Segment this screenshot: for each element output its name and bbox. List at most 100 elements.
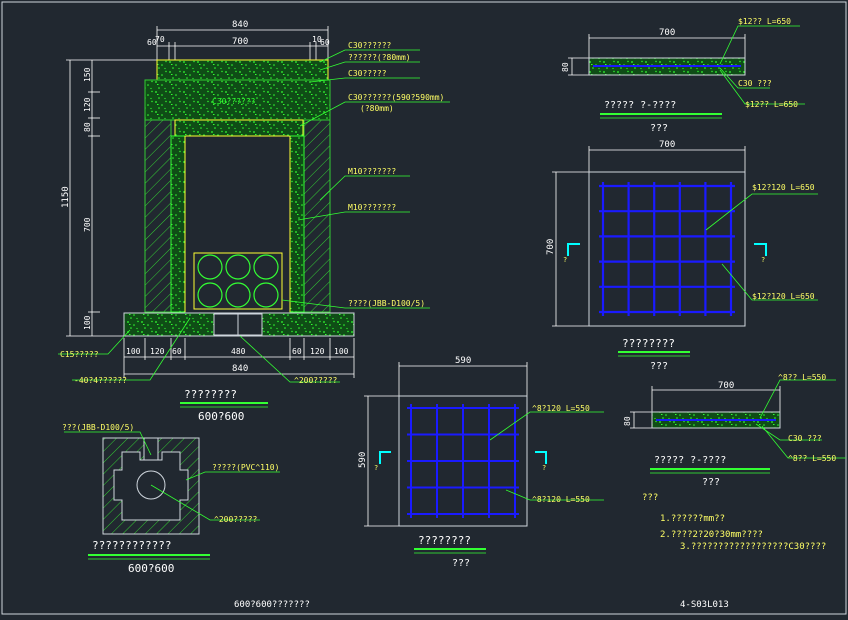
inner-grid-mark-right: ? [542, 464, 546, 472]
section-bottom-dimensions [123, 338, 355, 378]
section-label-ground-bar: -40?4?????? [74, 376, 127, 385]
inner-section-thickness: 80 [623, 416, 632, 426]
section-top-dimensions [156, 26, 329, 60]
inner-section-leaders [755, 379, 846, 459]
section-label-c30-beam: C30????? [348, 69, 387, 78]
section-conduits [197, 254, 279, 308]
inner-grid-subtitle: ??? [452, 558, 470, 569]
inner-grid-rebars [407, 404, 519, 518]
inner-grid-corner-marks [379, 451, 547, 464]
inner-section-title: ????? ?-???? [654, 455, 726, 466]
conduit [253, 282, 279, 308]
cover-section-thickness: 80 [561, 62, 570, 72]
inner-section-label-bottom: ^8?? L=550 [788, 454, 836, 463]
dim-top-left: 60 [147, 38, 157, 47]
inner-plate-grid: 590 590 ? ? ^8?120 L=550 ^8?120 L=550 ??… [358, 356, 604, 569]
drawing-title: 600?600??????? [234, 600, 310, 610]
inner-section-subtitle: ??? [702, 477, 720, 488]
cover-section-label-mid: C30 ??? [738, 79, 772, 88]
section-title: ???????? [184, 388, 237, 401]
cover-grid-plate [588, 171, 746, 327]
dim-left-80: 80 [83, 122, 92, 132]
cover-grid-label-1: $12?120 L=650 [752, 183, 815, 192]
conduit [197, 254, 223, 280]
cover-section-dim: 700 [659, 28, 675, 38]
dim-bottom-total: 840 [232, 364, 248, 374]
section-left-dimensions [66, 59, 160, 337]
section-leaders [58, 49, 450, 383]
cover-section-label-bottom: $12?? L=650 [745, 100, 798, 109]
inner-section-dim: 700 [718, 381, 734, 391]
conduit [197, 282, 223, 308]
conduit [225, 254, 251, 280]
dim-left-150: 150 [83, 67, 92, 82]
cover-grid-dim-left: 700 [546, 239, 556, 255]
cover-grid-mark-left: ? [563, 256, 567, 264]
cover-section-leaders [719, 25, 805, 105]
note-2: 2.????2?20?30mm???? [660, 530, 763, 540]
dim-left-120: 120 [83, 97, 92, 112]
section-right-wall [303, 91, 331, 313]
cover-grid-rebars [599, 182, 735, 316]
dim-bottom-480: 480 [231, 347, 246, 356]
inner-plate-section: 700 80 ^8?? L=550 C30 ??? ^8?? L=550 ???… [623, 373, 846, 488]
notes-heading: ??? [642, 493, 658, 503]
dim-top-mid: 700 [232, 37, 248, 47]
dim-top-right: 10 [312, 35, 322, 44]
inner-grid-leaders [489, 411, 604, 501]
section-label-c15: C15????? [60, 350, 99, 359]
inner-section-label-top: ^8?? L=550 [778, 373, 826, 382]
dim-left-700: 700 [83, 217, 92, 232]
section-label-drain: ^200????? [294, 376, 338, 385]
inner-grid-label-2: ^8?120 L=550 [532, 495, 590, 504]
plan-leaders [64, 431, 280, 521]
dim-top-right2: 60 [320, 38, 330, 47]
section-center-label: C30?????? [212, 97, 256, 106]
section-conduit-box [193, 252, 283, 310]
manhole-section-view: 840 60 70 700 10 60 150 120 80 1150 700 … [58, 20, 450, 423]
inner-grid-mark-left: ? [374, 464, 378, 472]
inner-grid-plate [398, 395, 528, 527]
section-subtitle: 600?600 [198, 410, 244, 423]
section-label-inner-thickness: (?80mm) [360, 104, 394, 113]
plan-top-pipe [143, 437, 159, 461]
cover-grid-title: ???????? [622, 337, 675, 350]
section-label-c30-cover: C30?????? [348, 41, 392, 50]
cover-grid-label-2: $12?120 L=650 [752, 292, 815, 301]
inner-section-label-mid: C30 ??? [788, 434, 822, 443]
cover-plate-section: 700 80 $12?? L=650 C30 ??? $12?? L=650 ?… [561, 17, 805, 134]
dim-bottom-60a: 60 [172, 347, 182, 356]
plan-label-pvc: ?????(PVC^110) [212, 463, 279, 472]
conduit [253, 254, 279, 280]
note-3: 3.??????????????????C30???? [680, 542, 826, 552]
plan-inner-opening [113, 451, 189, 521]
plan-label-drain: ^200????? [214, 515, 258, 524]
dim-top-total: 840 [232, 20, 248, 30]
section-ring-beam [144, 79, 331, 121]
dim-bottom-100b: 100 [334, 347, 349, 356]
plan-subtitle: 600?600 [128, 562, 174, 575]
section-left-wall [144, 91, 172, 313]
cover-section-title: ????? ?-???? [604, 100, 676, 111]
plan-title: ???????????? [92, 539, 171, 552]
dim-bottom-120a: 120 [150, 347, 165, 356]
inner-grid-dim-left: 590 [358, 452, 368, 468]
section-cover-plate [156, 59, 329, 81]
section-label-m10-a: M10??????? [348, 167, 396, 176]
section-inner-plate [174, 119, 304, 137]
inner-grid-title: ???????? [418, 534, 471, 547]
cover-section-label-top: $12?? L=650 [738, 17, 791, 26]
cover-grid-mark-right: ? [761, 256, 765, 264]
drawing-number: 4-S03L013 [680, 600, 729, 610]
manhole-plan-view: ???(JBB-D100/5) ?????(PVC^110) ^200?????… [62, 423, 280, 575]
cover-section-subtitle: ??? [650, 123, 668, 134]
dim-bottom-60b: 60 [292, 347, 302, 356]
section-left-plaster [170, 135, 186, 313]
section-label-c30-inner-plate: C30??????(590?590mm) [348, 93, 444, 102]
inner-grid-dim-top: 590 [455, 356, 471, 366]
cover-grid-dim-top: 700 [659, 140, 675, 150]
cover-grid-subtitle: ??? [650, 361, 668, 372]
note-1: 1.??????mm?? [660, 514, 725, 524]
